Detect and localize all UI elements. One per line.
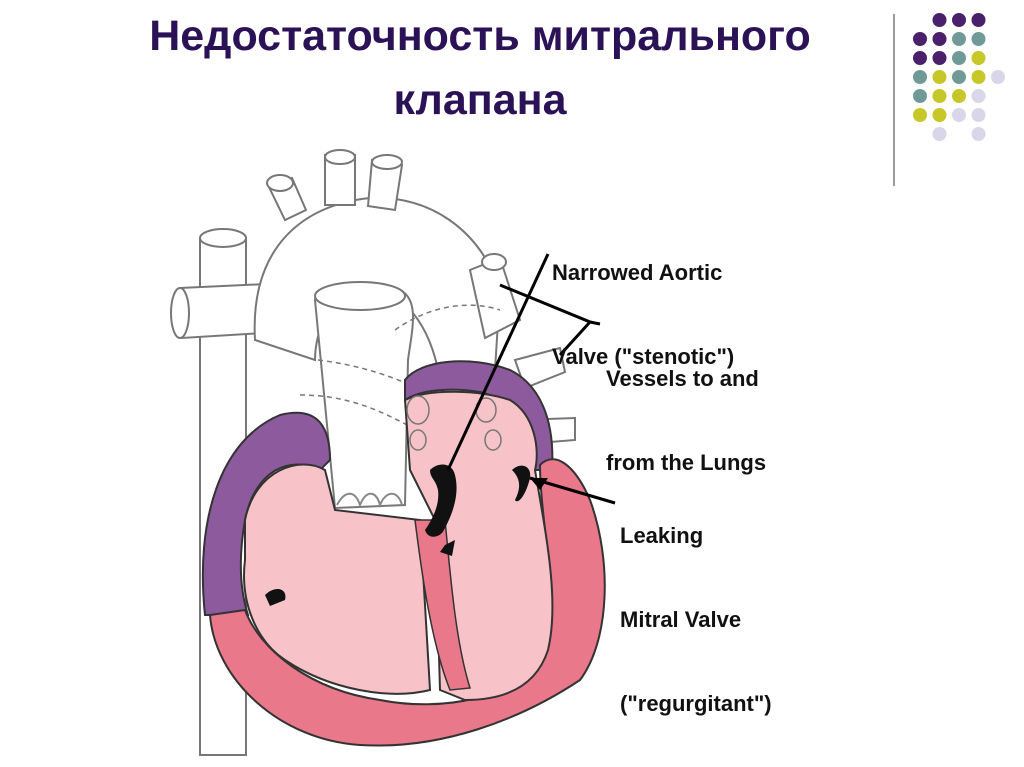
title-line-1: Недостаточность митрального xyxy=(149,12,811,60)
right-atrium-wall xyxy=(201,411,332,616)
mitral-label-line-1: Leaking xyxy=(620,523,704,548)
aortic-label-line-2: Valve ("stenotic") xyxy=(552,344,735,369)
aortic-valve xyxy=(425,464,457,537)
aortic-leader-line xyxy=(446,253,550,471)
vertical-divider xyxy=(893,14,895,186)
vessels-label: Vessels to and from the Lungs xyxy=(606,309,766,505)
right-chamber xyxy=(243,463,432,695)
aortic-valve-label: Narrowed Aortic Valve ("stenotic") xyxy=(552,203,734,399)
aortic-label-line-1: Narrowed Aortic xyxy=(552,260,723,285)
mitral-valve-label: Leaking Mitral Valve ("regurgitant") xyxy=(620,466,772,746)
slide-title: Недостаточность митрального клапана xyxy=(60,4,900,132)
vessels-label-line-1: Vessels to and xyxy=(606,366,759,391)
vessels-label-line-2: from the Lungs xyxy=(606,450,767,475)
title-line-2: клапана xyxy=(393,76,567,124)
mitral-label-line-3: ("regurgitant") xyxy=(620,691,772,716)
mitral-valve xyxy=(512,465,531,502)
mitral-label-line-2: Mitral Valve xyxy=(620,607,742,632)
septum xyxy=(414,519,471,691)
valves xyxy=(265,464,531,606)
